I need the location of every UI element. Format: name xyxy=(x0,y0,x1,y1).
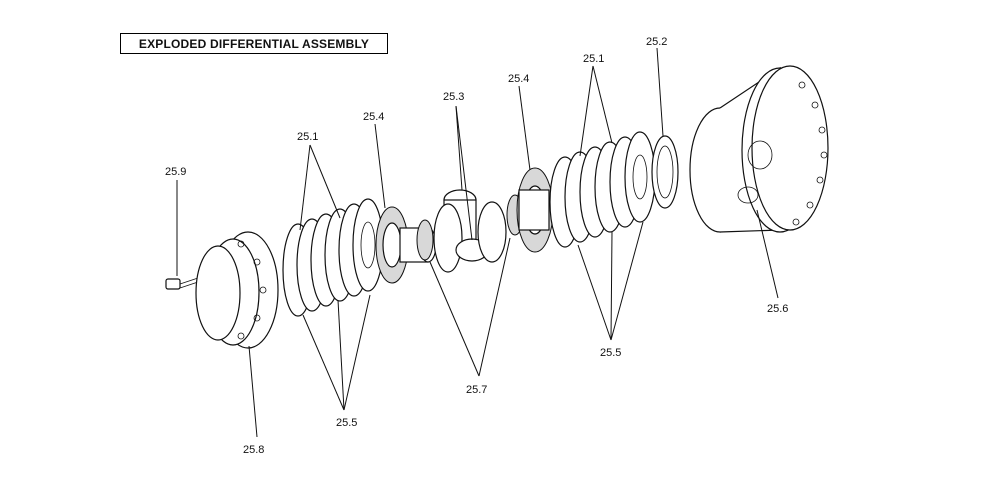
thrust-ring-25-2 xyxy=(651,135,679,209)
label-25-5-left: 25.5 xyxy=(336,417,357,429)
clutch-stack-left xyxy=(282,198,384,317)
label-25-3: 25.3 xyxy=(443,91,464,103)
part-labels: 25.9 25.8 25.1 25.5 25.4 25.3 25.7 25.4 … xyxy=(165,36,788,456)
label-25-4-right: 25.4 xyxy=(508,73,529,85)
label-25-5-right: 25.5 xyxy=(600,347,621,359)
label-25-1-left: 25.1 xyxy=(297,131,318,143)
side-gear-right xyxy=(516,167,554,253)
label-25-9: 25.9 xyxy=(165,166,186,178)
end-cover-25-8 xyxy=(195,231,279,349)
label-25-4-left: 25.4 xyxy=(363,111,384,123)
diagram-title: EXPLODED DIFFERENTIAL ASSEMBLY xyxy=(120,33,388,54)
leader-lines xyxy=(176,47,779,438)
spider-25-3 xyxy=(433,189,507,273)
clutch-stack-right xyxy=(549,131,656,248)
label-25-7: 25.7 xyxy=(466,384,487,396)
label-25-1-right: 25.1 xyxy=(583,53,604,65)
label-25-8: 25.8 xyxy=(243,444,264,456)
label-25-6: 25.6 xyxy=(767,303,788,315)
label-25-2: 25.2 xyxy=(646,36,667,48)
case-25-6 xyxy=(689,65,829,233)
